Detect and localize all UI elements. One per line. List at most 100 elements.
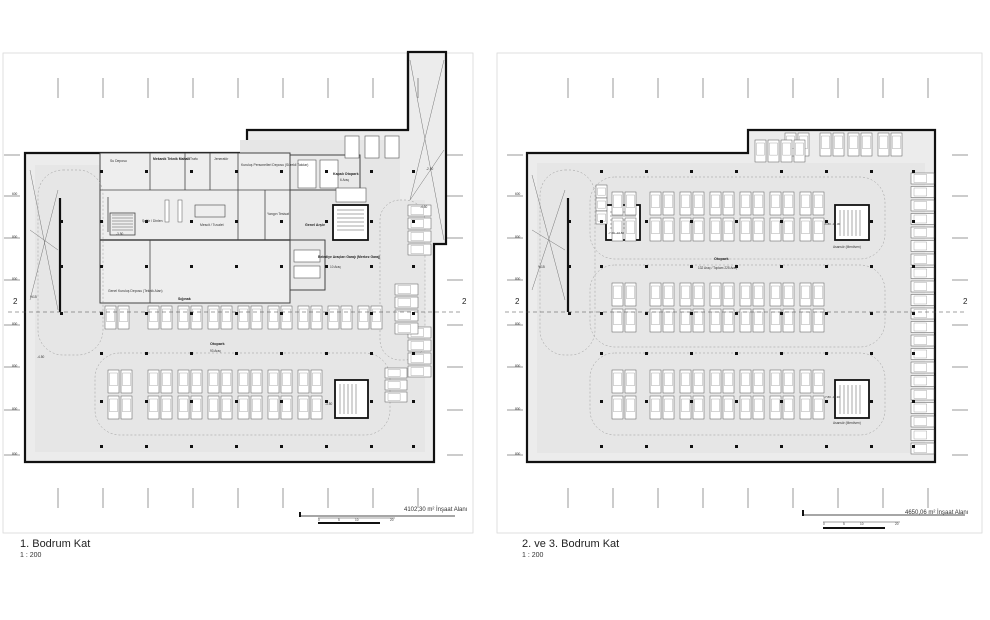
column <box>870 312 873 315</box>
label-kot-3: -3.50 <box>325 402 332 406</box>
parking-bay <box>910 361 935 374</box>
parking-bay <box>709 217 722 242</box>
parking-bay <box>692 217 705 242</box>
parking-bay <box>237 305 250 330</box>
parking-bay <box>769 369 782 394</box>
dimension-label: 600 <box>12 192 18 196</box>
parking-bay <box>782 191 795 216</box>
column <box>325 220 328 223</box>
column <box>100 445 103 448</box>
column <box>190 312 193 315</box>
parking-bay <box>662 369 675 394</box>
parking-bay <box>207 369 220 394</box>
parking-bay <box>624 308 637 333</box>
column <box>235 170 238 173</box>
column <box>100 352 103 355</box>
column <box>325 400 328 403</box>
parking-bay <box>190 369 203 394</box>
column <box>870 170 873 173</box>
parking-bay <box>207 305 220 330</box>
parking-bay <box>624 282 637 307</box>
parking-bay <box>267 305 280 330</box>
parking-bay <box>220 305 233 330</box>
stair-core-1 <box>332 204 369 241</box>
parking-bay <box>407 339 432 352</box>
parking-bay <box>910 348 935 360</box>
label-yangin: Yangın Tesisat <box>267 212 289 216</box>
parking-bay <box>177 305 190 330</box>
dimension-label: 800 <box>515 235 521 239</box>
column <box>825 170 828 173</box>
plan-scale-left: 1 : 200 <box>20 552 42 559</box>
parking-bay <box>160 305 173 330</box>
label-kapali-otopark: Kapalı Otopark <box>333 172 359 176</box>
column <box>600 352 603 355</box>
label-belediye-sub: 10 Araç <box>330 265 341 269</box>
label-kapali-otopark-sub: 6 Araç <box>340 178 349 182</box>
column <box>645 445 648 448</box>
column <box>100 220 103 223</box>
label-kot-r2: -6.80 -10.30 <box>824 222 841 226</box>
parking-bays-left <box>104 204 432 420</box>
column <box>100 312 103 315</box>
parking-bay <box>769 308 782 333</box>
parking-bay <box>147 395 160 420</box>
label-su-deposu: Su Deposu <box>110 159 127 163</box>
parking-bay <box>709 369 722 394</box>
scale-tick-r-0: 0 <box>823 522 825 526</box>
column <box>280 400 283 403</box>
parking-bays-right <box>595 132 935 455</box>
parking-bay <box>147 369 160 394</box>
parking-bay <box>624 191 637 216</box>
label-mescit: Mescit / Tuvalet <box>200 223 224 227</box>
parking-bay <box>752 282 765 307</box>
parking-bay <box>752 395 765 420</box>
label-otopark: Otopark <box>210 342 225 346</box>
parking-bay <box>769 395 782 420</box>
parking-bay <box>117 305 130 330</box>
parking-bay <box>739 308 752 333</box>
column <box>912 265 915 268</box>
parking-bay <box>782 217 795 242</box>
column <box>412 265 415 268</box>
parking-bay <box>280 395 293 420</box>
column <box>735 445 738 448</box>
parking-bay <box>910 442 935 455</box>
column <box>190 445 193 448</box>
column <box>568 312 571 315</box>
column <box>825 312 828 315</box>
parking-bay <box>910 172 935 185</box>
column <box>870 445 873 448</box>
dimension-label: 800 <box>515 322 521 326</box>
column <box>190 170 193 173</box>
parking-bay <box>722 282 735 307</box>
parking-bay <box>649 191 662 216</box>
parking-bay <box>722 217 735 242</box>
parking-bay <box>692 369 705 394</box>
parking-bay <box>709 395 722 420</box>
parking-bay <box>739 191 752 216</box>
parking-bay <box>250 395 263 420</box>
scale-tick-10: 10 <box>355 518 359 522</box>
column <box>145 265 148 268</box>
column <box>370 170 373 173</box>
column <box>370 400 373 403</box>
column <box>735 312 738 315</box>
parking-bay <box>267 395 280 420</box>
scale-tick-0: 0 <box>318 518 320 522</box>
parking-bay <box>280 369 293 394</box>
parking-bay <box>407 365 432 378</box>
parking-bay <box>692 282 705 307</box>
parking-bay <box>799 191 812 216</box>
parking-bay <box>649 217 662 242</box>
scale-tick-r-10: 10 <box>860 522 864 526</box>
column <box>412 400 415 403</box>
parking-bay <box>722 191 735 216</box>
parking-bay <box>782 308 795 333</box>
parking-bay <box>611 308 624 333</box>
parking-bay <box>649 308 662 333</box>
parking-bay <box>679 395 692 420</box>
parking-bay <box>799 282 812 307</box>
dimension-label: 800 <box>515 277 521 281</box>
parking-bay <box>649 395 662 420</box>
